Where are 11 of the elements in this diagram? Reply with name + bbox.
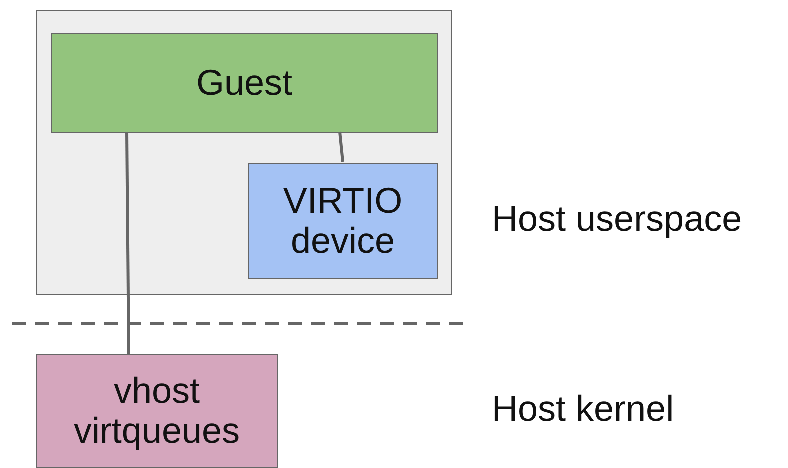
connector-line: [126, 132, 130, 354]
layer-label: Host userspace: [492, 198, 742, 240]
node-label: Guest: [196, 63, 293, 103]
node-label: VIRTIO device: [282, 181, 404, 261]
process-box: [36, 354, 278, 468]
process-box: [51, 33, 438, 133]
layer-label: Host kernel: [492, 388, 674, 430]
outer-container-box: [36, 10, 452, 295]
process-box: [248, 163, 438, 279]
connector-line: [338, 132, 344, 162]
node-label: vhost virtqueues: [72, 371, 242, 451]
